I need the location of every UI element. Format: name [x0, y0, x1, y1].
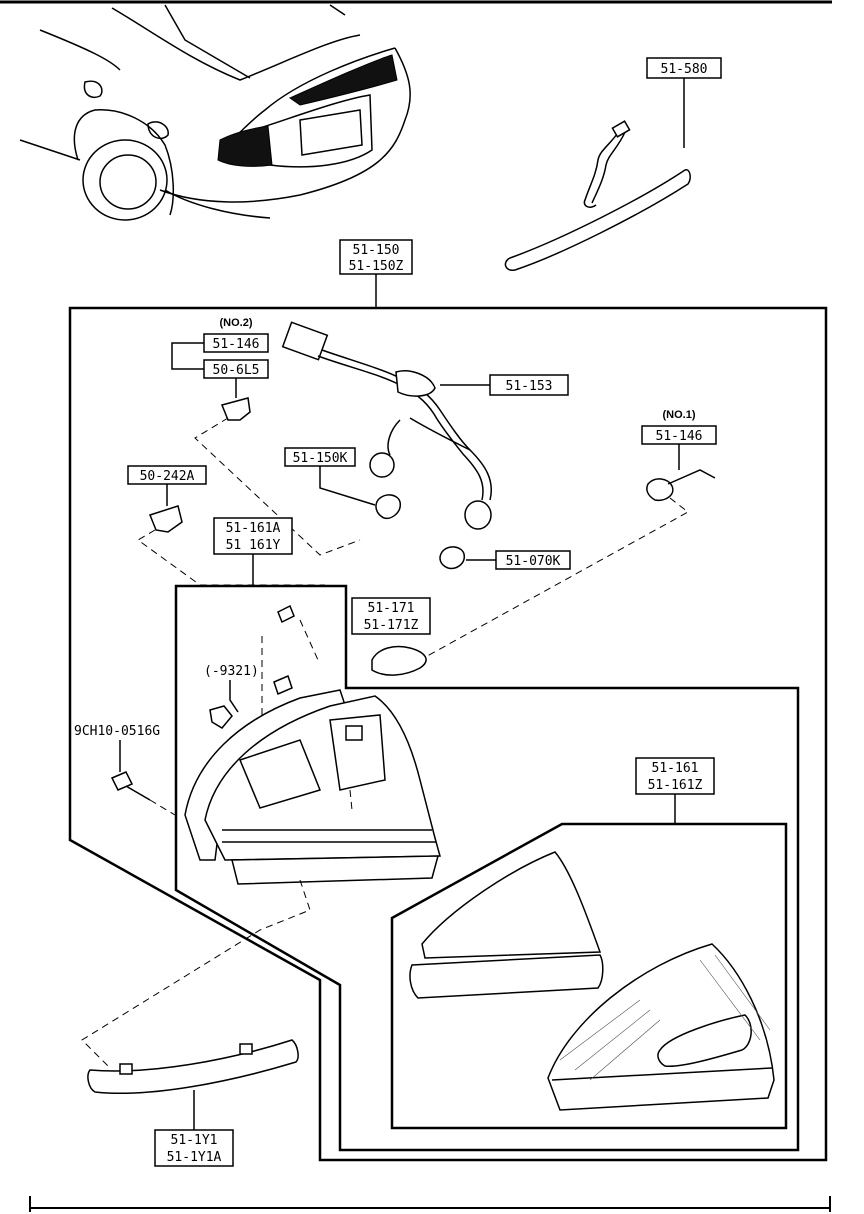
car-rear-illustration — [19, 4, 411, 221]
label-box-51-171[interactable] — [351, 597, 431, 635]
screw-9ch10-0516g — [110, 771, 134, 791]
label-51-150: 51-150 — [353, 243, 400, 258]
lens-inset-outline — [390, 822, 788, 1130]
bulb-51-070k — [439, 546, 465, 570]
label-51-150k: 51-150K — [293, 451, 348, 466]
label-51-150z: 51-150Z — [349, 259, 404, 274]
part-51-153-group: 51-153 — [281, 321, 569, 530]
socket-51-146-no1 — [646, 478, 674, 502]
label-no2: (NO.2) — [220, 317, 253, 329]
part-9321-group: (-9321) — [204, 664, 259, 729]
label-box-51-150[interactable] — [339, 239, 413, 275]
part-51-580-group: 51-580 — [504, 57, 722, 271]
label-51-070k: 51-070K — [506, 554, 561, 569]
label-51-580: 51-580 — [661, 62, 708, 77]
part-51-171-group: 51-171 51-171Z — [351, 597, 431, 676]
part-51-150k-group: 51-150K — [284, 447, 401, 520]
part-51-146-no2-group: (NO.2) 51-146 50-6L5 — [171, 317, 361, 556]
label-9321: (-9321) — [204, 664, 259, 679]
label-51-161a: 51-161A — [226, 521, 281, 536]
label-box-51-1y1[interactable] — [154, 1129, 234, 1167]
part-51-161-group: 51-161 51-161Z — [390, 757, 788, 1130]
label-51-1y1a: 51-1Y1A — [167, 1150, 222, 1165]
harness-connector — [281, 321, 329, 361]
socket-51-150k — [369, 452, 395, 478]
label-no1: (NO.1) — [663, 409, 696, 421]
part-50-242a-group: 50-242A — [127, 465, 325, 586]
part-51-070k-group: 51-070K — [439, 546, 571, 570]
label-51-1y1: 51-1Y1 — [171, 1133, 218, 1148]
part-51-150-group: 51-150 51-150Z — [68, 239, 828, 1162]
label-box-51-161a[interactable] — [213, 517, 293, 555]
clip-50-6l5 — [220, 397, 251, 421]
label-51-171z: 51-171Z — [364, 618, 419, 633]
combination-lamp-body — [81, 689, 441, 1069]
part-51-1y1-group: 51-1Y1 51-1Y1A — [87, 1039, 299, 1167]
lens-upper — [421, 851, 602, 959]
high-mount-stop-lamp — [504, 169, 691, 271]
lens-main — [547, 943, 775, 1111]
label-50-6l5: 50-6L5 — [213, 363, 260, 378]
part-51-161a-group: 51-161A 51 161Y — [213, 517, 293, 586]
socket-51-070k — [464, 500, 492, 530]
clip-50-242a — [149, 505, 183, 533]
part-51-146-no1-group: (NO.1) 51-146 — [419, 409, 717, 661]
part-9ch10-group: 9CH10-0516G — [74, 724, 176, 816]
bulb-51-150k — [375, 494, 401, 520]
clip-9321 — [209, 705, 233, 729]
label-51-161z: 51-161Z — [648, 778, 703, 793]
lamp-subassembly-outline — [174, 584, 800, 1152]
label-9ch10-0516g: 9CH10-0516G — [74, 724, 160, 739]
label-51-171: 51-171 — [368, 601, 415, 616]
label-51-161: 51-161 — [652, 761, 699, 776]
lens-strip — [409, 954, 604, 999]
label-51-146-no1: 51-146 — [656, 429, 703, 444]
socket-51-171 — [371, 645, 427, 676]
assembly-outline — [68, 306, 828, 1162]
label-50-242a: 50-242A — [140, 469, 195, 484]
label-51-153: 51-153 — [506, 379, 553, 394]
label-51-146-no2: 51-146 — [213, 337, 260, 352]
lamp-screws — [261, 604, 319, 720]
label-51-161y: 51 161Y — [226, 538, 281, 553]
